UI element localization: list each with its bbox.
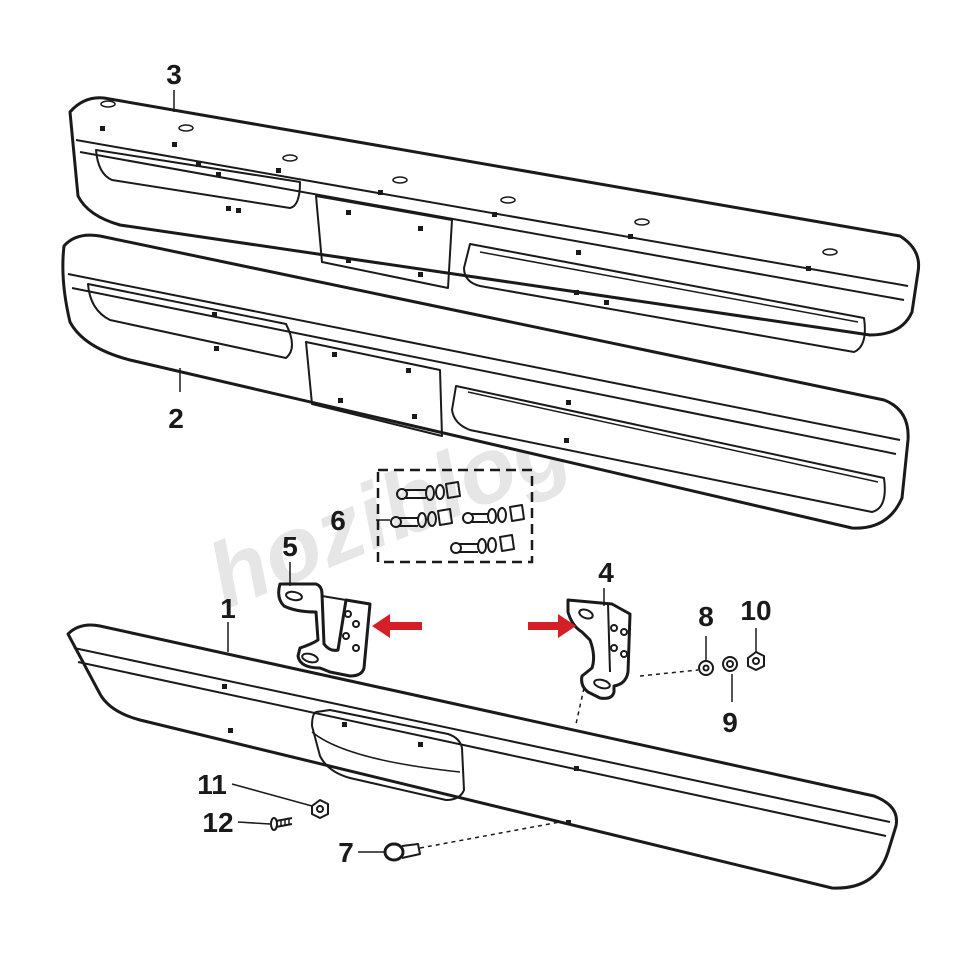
callout-11: 11 xyxy=(197,769,227,800)
callout-10: 10 xyxy=(740,595,771,626)
bumper-part-3 xyxy=(68,96,921,353)
callout-12: 12 xyxy=(202,807,233,838)
callout-1: 1 xyxy=(220,593,236,624)
kit-bolt-set-2 xyxy=(390,508,453,528)
washer-part-8 xyxy=(698,660,714,676)
nut-part-10 xyxy=(747,651,765,671)
washer-part-9 xyxy=(722,656,738,672)
callout-3: 3 xyxy=(166,59,182,90)
arrow-right-icon xyxy=(528,614,576,638)
callout-9: 9 xyxy=(722,707,738,738)
callout-6: 6 xyxy=(330,505,346,536)
screw-part-12 xyxy=(270,817,293,831)
callout-8: 8 xyxy=(698,601,714,632)
bolt-part-7 xyxy=(383,842,421,862)
arrow-left-icon xyxy=(372,614,422,638)
leader-lines xyxy=(173,90,757,853)
assembly-guide-lines xyxy=(419,669,699,849)
callout-5: 5 xyxy=(282,531,298,562)
callout-2: 2 xyxy=(168,403,184,434)
bumper-part-2 xyxy=(61,233,910,530)
bumper-part-1 xyxy=(66,623,899,890)
kit-bolt-set-3 xyxy=(462,504,525,524)
hardware-kit-part-6 xyxy=(376,468,534,564)
kit-bolt-set-4 xyxy=(450,534,515,554)
callout-4: 4 xyxy=(598,557,614,588)
nut-part-11 xyxy=(311,799,329,819)
bracket-part-5 xyxy=(277,582,372,678)
callout-7: 7 xyxy=(338,837,354,868)
bracket-part-4 xyxy=(566,598,632,700)
kit-bolt-set-1 xyxy=(396,481,461,501)
